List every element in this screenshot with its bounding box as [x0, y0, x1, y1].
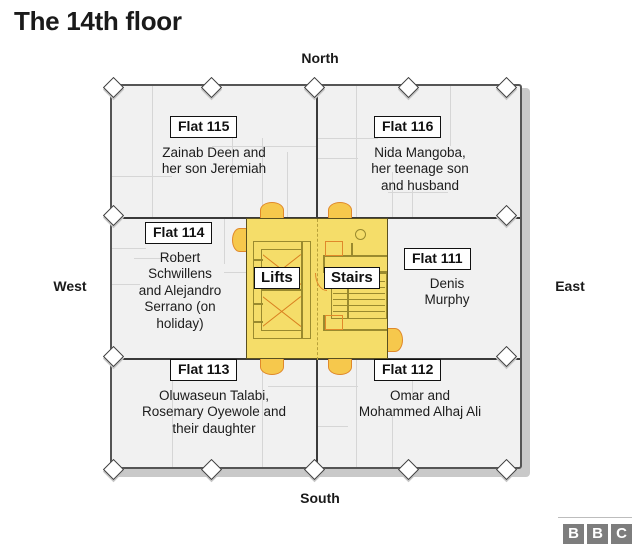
construction-line [152, 86, 153, 217]
page-title: The 14th floor [14, 6, 182, 36]
construction-line [318, 386, 358, 387]
construction-line [268, 386, 316, 387]
construction-line [112, 284, 140, 285]
construction-line [172, 360, 173, 467]
flat-occupants-112: Omar and Mohammed Alhaj Ali [358, 388, 482, 420]
wall-horizontal-lower [112, 358, 520, 360]
construction-line [356, 360, 357, 467]
construction-line [287, 152, 288, 217]
stair-tread [333, 299, 385, 300]
compass-label-south: South [300, 490, 340, 506]
door-swing-core-west [232, 228, 247, 252]
lift-detail-line [253, 259, 263, 261]
flat-label-116: Flat 116 [374, 116, 442, 139]
construction-line [392, 416, 393, 467]
flat-occupants-111: Denis Murphy [424, 276, 470, 308]
door-swing-core-north-west [260, 202, 284, 218]
lift-lobby-outline [253, 241, 311, 339]
core-divider [317, 219, 318, 360]
door-swing-core-north-east [328, 202, 352, 218]
construction-line [318, 426, 348, 427]
construction-line [112, 248, 146, 249]
flat-label-113: Flat 113 [170, 359, 238, 382]
flat-occupants-114: Robert Schwillens and Alejandro Serrano … [138, 250, 222, 331]
stair-detail-line [323, 255, 387, 257]
floor-plan-body: Flat 115 Zainab Deen and her son Jeremia… [110, 84, 522, 469]
compass-label-west: West [53, 278, 87, 294]
construction-line [224, 272, 246, 273]
lift-shaft-divider [261, 289, 303, 291]
bbc-logo-letter-1: B [563, 524, 584, 544]
construction-line [224, 219, 225, 264]
flat-label-112: Flat 112 [374, 359, 442, 382]
core-label-lifts: Lifts [254, 267, 300, 289]
bbc-logo-letter-3: C [611, 524, 632, 544]
door-swing-core-south-east [328, 359, 352, 375]
stair-tread [333, 311, 385, 312]
door-swing-core-east [387, 328, 403, 352]
inner-door-swing-upper [325, 241, 343, 256]
lift-shaft-marker-lower [263, 293, 301, 329]
flat-occupants-113: Oluwaseun Talabi, Rosemary Oyewole and t… [141, 388, 287, 436]
construction-line [262, 360, 263, 467]
stair-detail-line [351, 243, 353, 257]
construction-line [134, 258, 174, 259]
stair-tread [333, 293, 385, 294]
construction-line [262, 138, 263, 217]
construction-line [318, 158, 358, 159]
construction-line [112, 176, 172, 177]
core-label-stairs: Stairs [324, 267, 380, 289]
floor-plan-diagram: Flat 115 Zainab Deen and her son Jeremia… [102, 76, 530, 481]
compass-label-north: North [301, 50, 339, 66]
flat-occupants-116: Nida Mangoba, her teenage son and husban… [371, 145, 469, 193]
stair-tread [333, 305, 385, 306]
stair-detail-line [323, 329, 387, 331]
construction-line [318, 138, 378, 139]
construction-line [212, 146, 316, 147]
stair-detail-line [323, 315, 325, 330]
flat-label-114: Flat 114 [145, 222, 213, 245]
logo-divider-rule [558, 517, 632, 518]
flat-occupants-115: Zainab Deen and her son Jeremiah [161, 145, 267, 177]
bbc-logo: B B C [563, 524, 632, 544]
stair-circle-detail [355, 229, 366, 240]
bbc-logo-letter-2: B [587, 524, 608, 544]
construction-line [412, 186, 413, 217]
stair-landing-line [347, 273, 349, 319]
construction-line [232, 116, 233, 217]
flat-label-115: Flat 115 [170, 116, 238, 139]
construction-line [356, 86, 357, 217]
lift-detail-line [253, 321, 263, 323]
inner-door-swing-lower [325, 315, 343, 330]
flat-label-111: Flat 111 [404, 248, 471, 271]
lift-detail-line [253, 303, 263, 305]
construction-line [392, 172, 393, 217]
construction-line [450, 86, 451, 146]
door-swing-core-south-west [260, 359, 284, 375]
construction-line [388, 192, 448, 193]
compass-label-east: East [555, 278, 585, 294]
stair-detail-line [323, 255, 325, 271]
